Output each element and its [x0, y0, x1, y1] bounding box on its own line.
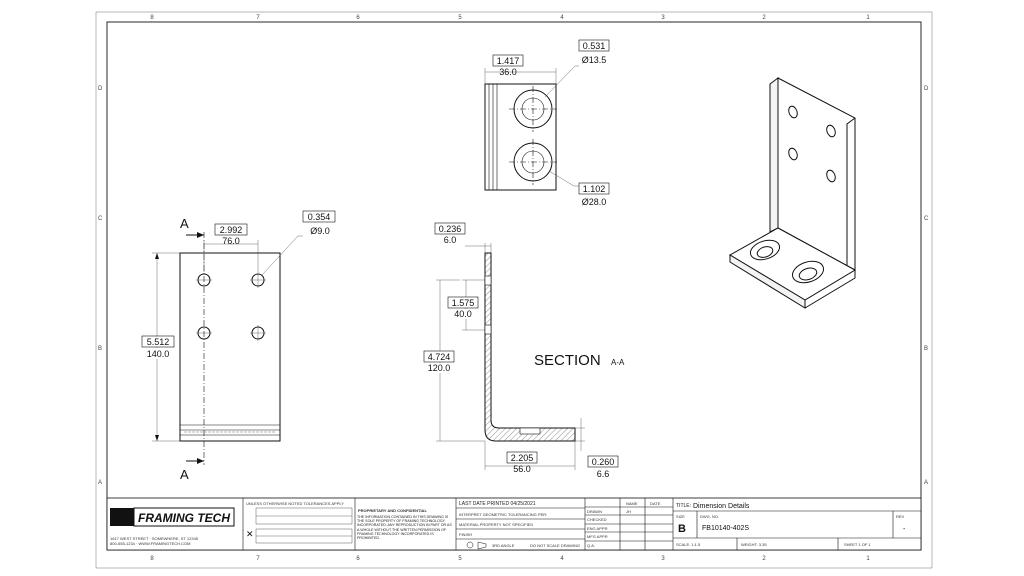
- do-not-scale: DO NOT SCALE DRAWING: [530, 543, 580, 548]
- weight: WEIGHT: 3.35: [741, 542, 767, 547]
- zone-label: D: [98, 86, 103, 92]
- zone-label: D: [924, 86, 929, 92]
- zone-markers-bottom: 8 7 6 5 4 3 2 1: [150, 556, 870, 562]
- interpret-note: INTERPRET GEOMETRIC TOLERANCING PER:: [459, 512, 547, 517]
- dim-thickness-mm: 6.0: [444, 235, 457, 245]
- zone-label: B: [98, 346, 102, 352]
- section-view: 0.236 6.0 1.575 40.0 4.724 120.0 2.205 5…: [423, 222, 625, 479]
- zone-label: 1: [866, 15, 870, 21]
- zone-label: B: [924, 346, 928, 352]
- dim-large-hole-in: 1.102: [583, 184, 606, 194]
- company-contact: 800-555-1234 · WWW.FRAMINGTECH.COM: [110, 541, 190, 546]
- dim-width-mm: 36.0: [499, 67, 517, 77]
- logo-text: FRAMING TECH: [138, 511, 230, 525]
- zone-label: 4: [560, 15, 564, 21]
- dwg-number: FB10140-402S: [702, 525, 749, 532]
- zone-label: 5: [458, 15, 462, 21]
- zone-label: 7: [256, 556, 260, 562]
- section-title-suffix: A-A: [611, 358, 625, 367]
- proprietary-body: THE INFORMATION CONTAINED IN THIS DRAWIN…: [357, 515, 452, 541]
- zone-label: A: [924, 480, 928, 486]
- finish-note: FINISH: [459, 532, 472, 537]
- size-value: B: [678, 523, 686, 535]
- dim-hole-dia-in: 0.354: [308, 212, 331, 222]
- zone-markers-right: D C B A: [924, 86, 929, 486]
- section-letter-top: A: [180, 216, 189, 231]
- dim-small-hole-mm: Ø13.5: [582, 55, 607, 65]
- isometric-view: [729, 77, 857, 309]
- dim-hole-height-in: 4.724: [428, 352, 451, 362]
- zone-label: 4: [560, 556, 564, 562]
- row-eng-appr: ENG APPR: [587, 526, 608, 531]
- section-title: SECTION: [534, 352, 601, 369]
- third-angle-projection-icon: [466, 541, 487, 550]
- date-header: DATE: [650, 501, 661, 506]
- sheet-number: SHEET 1 OF 1: [844, 542, 871, 547]
- dim-thickness-in: 0.236: [439, 224, 462, 234]
- dim-hole-spacing-mm: 76.0: [222, 236, 240, 246]
- zone-label: 2: [762, 556, 766, 562]
- rev-label: REV: [896, 514, 905, 519]
- tolerance-header: UNLESS OTHERWISE NOTED TOLERANCES APPLY: [246, 501, 344, 506]
- zone-label: 6: [356, 15, 360, 21]
- outer-border: [95, 11, 933, 569]
- title-label: TITLE:: [676, 503, 691, 509]
- dim-base-thickness-in: 0.260: [592, 457, 615, 467]
- zone-label: 3: [661, 15, 665, 21]
- dim-base-thickness-mm: 6.6: [597, 469, 610, 479]
- row-drawn: DRAWN: [587, 509, 602, 514]
- title-block: FT FRAMING TECH 1617 WEST STREET · SOMEW…: [106, 497, 922, 551]
- zone-label: 7: [256, 15, 260, 21]
- zone-label: 1: [866, 556, 870, 562]
- dim-hole-spacing-in: 2.992: [220, 225, 243, 235]
- zone-label: 5: [458, 556, 462, 562]
- drawing-title: Dimension Details: [693, 503, 750, 510]
- dwg-label: DWG. NO.: [700, 514, 719, 519]
- zone-label: 8: [150, 556, 154, 562]
- row-mfg-appr: MFG APPR: [587, 534, 608, 539]
- rev-value: -: [903, 526, 906, 533]
- last-printed: LAST DATE PRINTED 04/25/2021: [459, 501, 536, 507]
- zone-label: 2: [762, 15, 766, 21]
- zone-label: 6: [356, 556, 360, 562]
- top-view: 1.417 36.0 0.531 Ø13.5 1.102 Ø28.0: [484, 39, 610, 207]
- scale: SCALE: 1:1.5: [676, 542, 701, 547]
- zone-label: C: [98, 216, 103, 222]
- zone-markers-left: D C B A: [98, 86, 103, 486]
- dim-small-hole-in: 0.531: [583, 41, 606, 51]
- material-note: MATERIAL PROPERTY NOT SPECIFIED: [459, 522, 533, 527]
- size-label: SIZE: [676, 514, 685, 519]
- dim-height-in: 5.512: [147, 337, 170, 347]
- zone-label: 3: [661, 556, 665, 562]
- dim-base-mm: 56.0: [513, 464, 531, 474]
- row-checked: CHECKED: [587, 517, 607, 522]
- tolerance-mark-icon: ✕: [246, 529, 254, 539]
- dim-height-mm: 140.0: [147, 349, 170, 359]
- zone-label: C: [924, 216, 929, 222]
- proprietary-header: PROPRIETARY AND CONFIDENTIAL: [358, 508, 427, 513]
- name-header: NAME: [626, 501, 638, 506]
- row-qa: Q.A.: [587, 543, 595, 548]
- drawn-name: JH: [626, 509, 631, 514]
- dim-hole-dia-mm: Ø9.0: [310, 226, 330, 236]
- logo-mark: FT: [112, 510, 129, 525]
- dim-hole-pitch-mm: 40.0: [454, 309, 472, 319]
- third-angle-note: 3RD ANGLE: [492, 543, 515, 548]
- dim-base-in: 2.205: [511, 453, 534, 463]
- front-view: A A 2.992 76.0 0.354 Ø9.0 5.512 140.0: [141, 210, 336, 482]
- section-letter-bottom: A: [180, 467, 189, 482]
- zone-markers-top: 8 7 6 5 4 3 2 1: [150, 15, 870, 21]
- zone-label: A: [98, 480, 102, 486]
- dim-hole-pitch-in: 1.575: [452, 298, 475, 308]
- dim-large-hole-mm: Ø28.0: [582, 197, 607, 207]
- company-logo: FT FRAMING TECH: [110, 507, 235, 527]
- zone-label: 8: [150, 15, 154, 21]
- dim-width-in: 1.417: [497, 56, 520, 66]
- dim-hole-height-mm: 120.0: [428, 363, 451, 373]
- company-address: 1617 WEST STREET · SOMEWHERE, ST 12345: [110, 536, 199, 541]
